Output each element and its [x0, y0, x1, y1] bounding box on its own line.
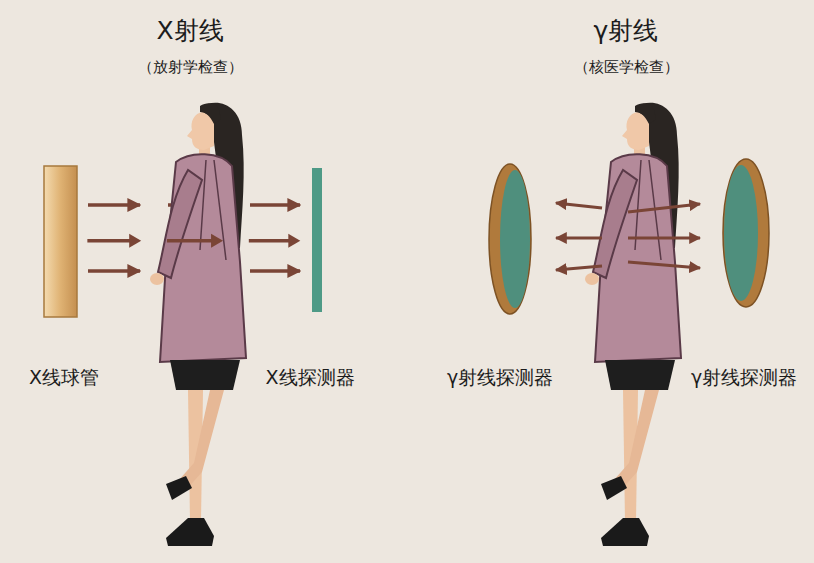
section-subtitle: （放射学检查）	[138, 58, 243, 76]
x-ray-detector: X线探测器	[312, 168, 322, 312]
x-ray-tube-shape	[43, 165, 78, 318]
detector-label: X线球管	[29, 366, 99, 389]
gamma-detector-shape	[488, 163, 532, 315]
detector-label: γ射线探测器	[447, 366, 553, 389]
x-ray-detector-shape	[312, 168, 322, 312]
gamma-detector-shape	[722, 158, 770, 308]
section-subtitle: （核医学检查）	[574, 58, 679, 76]
section-title: X射线	[156, 16, 223, 46]
gamma-detector: γ射线探测器	[488, 163, 532, 315]
section-title: γ射线	[594, 16, 659, 46]
x-ray-tube: X线球管	[43, 165, 78, 318]
ray-arrow	[87, 234, 300, 248]
detector-label: X线探测器	[265, 366, 354, 389]
gamma-detector: γ射线探测器	[722, 158, 770, 308]
detector-label: γ射线探测器	[691, 366, 797, 389]
